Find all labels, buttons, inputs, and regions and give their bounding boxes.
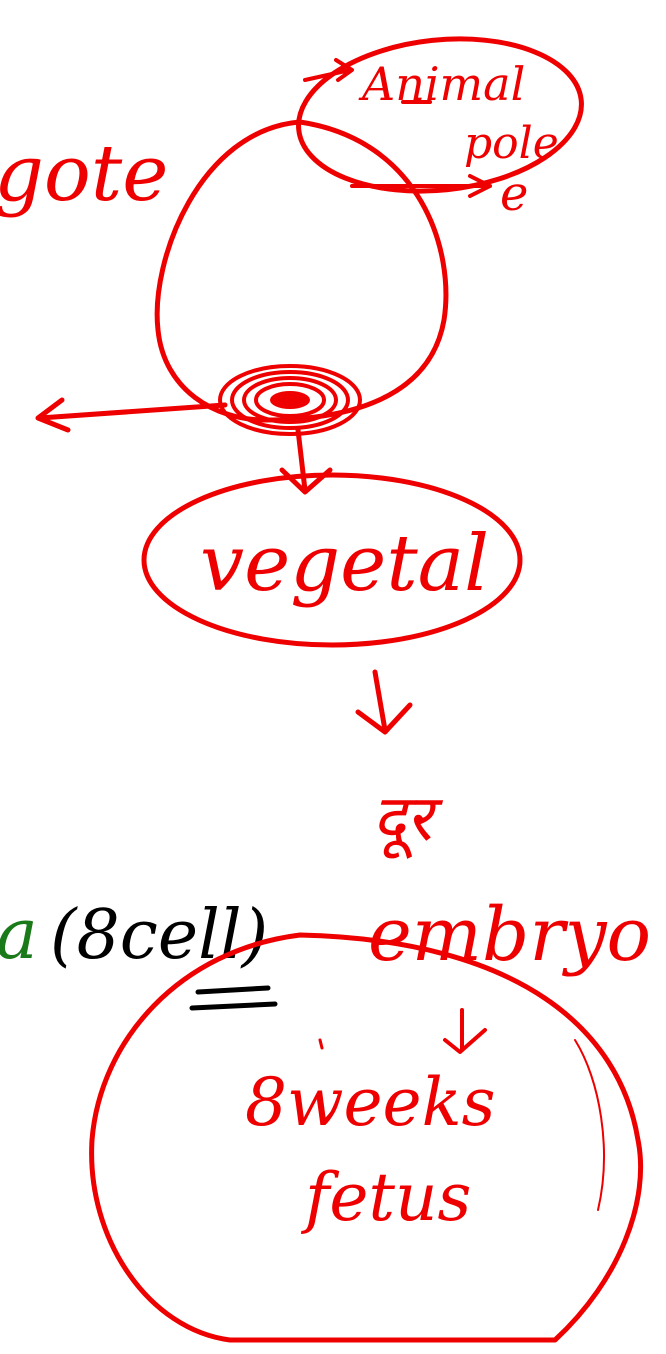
devanagari-label: दूर [372,782,444,859]
vegetal-oval [141,472,523,648]
zygote-diagram: gote Animal pole e [0,36,584,495]
animal-arrow [303,58,354,82]
fetus-outline [89,932,644,1343]
spiral-down-arrow [279,427,333,495]
eight-weeks-label: 8weeks [245,1064,495,1141]
vegetal-diagram: vegetal [141,472,523,735]
embryo-down-arrow [443,1008,487,1054]
green-fragment-label: a [0,893,38,975]
egg-outline [154,119,449,423]
vegetal-pole-spiral [218,364,362,436]
embryo-diagram: a (8cell) embryo 8weeks fetus [0,892,651,1343]
animal-pole-oval [296,36,584,194]
eight-cell-underline [189,985,278,1011]
pole-label: pole [464,118,559,169]
animal-label: Animal [358,57,525,111]
eight-cell-label: (8cell) [50,896,268,975]
fetus-label: fetus [300,1159,471,1236]
zygote-label: gote [0,129,168,219]
vegetal-down-arrow [355,669,413,735]
fetus-outline-secondary [574,1039,605,1211]
pole-arrow [350,174,492,198]
vegetal-label: vegetal [200,519,489,609]
embryo-label: embryo [368,892,651,978]
dot-mark [318,1038,324,1050]
spiral-left-arrow [35,397,228,433]
pole-letter: e [500,166,528,222]
